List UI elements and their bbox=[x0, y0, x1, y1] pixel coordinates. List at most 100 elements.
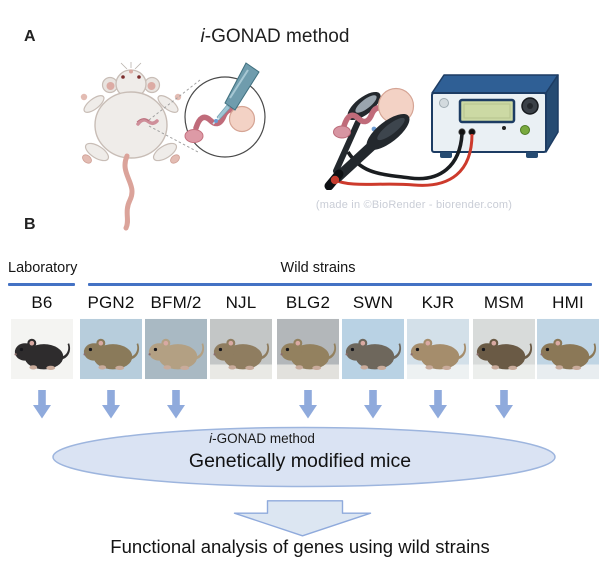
strain-label: B6 bbox=[31, 293, 53, 312]
strain-label: BFM/2 bbox=[150, 293, 202, 312]
mouse-nose bbox=[540, 353, 543, 356]
mouse-eye bbox=[350, 347, 355, 352]
strain-column-NJL: NJL bbox=[209, 291, 273, 419]
strain-photo bbox=[11, 318, 73, 380]
strain-column-KJR: KJR bbox=[406, 291, 470, 419]
mouse-drawing bbox=[345, 338, 402, 370]
big-down-arrow-icon bbox=[233, 500, 372, 537]
mouse-ear bbox=[360, 340, 366, 346]
panel-a-label: A bbox=[24, 28, 36, 45]
photo-floor bbox=[277, 364, 339, 380]
mouse-eye bbox=[481, 347, 486, 352]
mouse-eye bbox=[153, 347, 158, 352]
funnel-result-text: Genetically modified mice bbox=[188, 450, 412, 472]
strain-column-HMI: HMI bbox=[536, 291, 600, 419]
strain-label: PGN2 bbox=[87, 293, 135, 312]
down-arrow-icon bbox=[429, 390, 447, 419]
magnified-oviduct-icon bbox=[184, 62, 260, 143]
mouse-ear bbox=[491, 340, 497, 346]
mouse-eye bbox=[218, 347, 223, 352]
lcd-screen bbox=[458, 98, 516, 124]
strain-column-SWN: SWN bbox=[341, 291, 405, 419]
laboratory-underline bbox=[8, 283, 75, 286]
tweezer-electrodes-icon bbox=[324, 87, 415, 190]
mouse-eye bbox=[285, 347, 290, 352]
strain-photo bbox=[145, 318, 207, 380]
down-arrow-icon bbox=[299, 390, 317, 419]
strain-label: NJL bbox=[225, 293, 257, 312]
wild-strains-group-label: Wild strains bbox=[280, 260, 356, 276]
mouse-drawing bbox=[476, 338, 533, 370]
mouse-ear bbox=[98, 340, 104, 346]
down-arrow-icon bbox=[102, 390, 120, 419]
mouse-ear bbox=[29, 340, 35, 346]
strain-photo bbox=[277, 318, 339, 380]
mouse-nose bbox=[345, 353, 348, 356]
strain-column-PGN2: PGN2 bbox=[79, 291, 143, 419]
mouse-surgery-illustration bbox=[80, 62, 266, 231]
funnel-method-text: i-GONAD method bbox=[0, 431, 524, 446]
mouse-ear bbox=[163, 340, 169, 346]
conclusion-text: Functional analysis of genes using wild … bbox=[110, 536, 490, 557]
down-arrow-icon bbox=[167, 390, 185, 419]
strain-column-BLG2: BLG2 bbox=[276, 291, 340, 419]
down-arrow-icon bbox=[33, 390, 51, 419]
strain-column-MSM: MSM bbox=[472, 291, 536, 419]
mouse-ear bbox=[228, 340, 234, 346]
photo-floor bbox=[473, 364, 535, 380]
mouse-drawing bbox=[83, 338, 140, 370]
panel-a-title: i-GONAD method bbox=[140, 26, 410, 48]
strain-photo bbox=[473, 318, 535, 380]
strain-label: HMI bbox=[552, 293, 584, 312]
strain-photo bbox=[342, 318, 404, 380]
funnel-ellipse bbox=[52, 426, 556, 488]
laboratory-group-label: Laboratory bbox=[8, 260, 78, 276]
electroporation-illustration bbox=[324, 74, 559, 190]
photo-floor bbox=[407, 364, 469, 380]
down-arrow-icon bbox=[495, 390, 513, 419]
strain-label: BLG2 bbox=[285, 293, 331, 312]
down-arrow-icon bbox=[364, 390, 382, 419]
mouse-nose bbox=[83, 353, 86, 356]
mouse-nose bbox=[148, 353, 151, 356]
strain-label: KJR bbox=[421, 293, 455, 312]
title-italic-i: i bbox=[200, 26, 205, 47]
mouse-nose bbox=[14, 353, 17, 356]
mouse-eye bbox=[19, 347, 24, 352]
strain-label: SWN bbox=[352, 293, 394, 312]
electroporator-icon bbox=[431, 74, 559, 158]
strain-label: MSM bbox=[483, 293, 525, 312]
funnel-method-rest: -GONAD method bbox=[212, 431, 315, 446]
strain-photo bbox=[80, 318, 142, 380]
mouse-nose bbox=[280, 353, 283, 356]
photo-floor bbox=[537, 364, 599, 380]
mouse-nose bbox=[410, 353, 413, 356]
strain-photo bbox=[537, 318, 599, 380]
strain-photo bbox=[407, 318, 469, 380]
mouse-drawing bbox=[280, 338, 337, 370]
mouse-drawing bbox=[14, 338, 71, 370]
mouse-drawing bbox=[410, 338, 467, 370]
title-rest: -GONAD method bbox=[204, 26, 350, 47]
mouse-eye bbox=[545, 347, 550, 352]
mouse-drawing bbox=[540, 338, 597, 370]
magnifier-leader-lines bbox=[148, 79, 201, 153]
funnel-italic-i: i bbox=[209, 431, 213, 446]
biorender-credit: (made in ©BioRender - biorender.com) bbox=[315, 199, 513, 211]
mouse-eye bbox=[415, 347, 420, 352]
strain-column-B6: B6 bbox=[10, 291, 74, 419]
wild-strains-underline bbox=[88, 283, 592, 286]
mouse-ear bbox=[295, 340, 301, 346]
lab-mouse-icon bbox=[80, 62, 182, 231]
mouse-nose bbox=[213, 353, 216, 356]
mouse-drawing bbox=[148, 338, 205, 370]
strain-column-BFM/2: BFM/2 bbox=[144, 291, 208, 419]
strain-photo bbox=[210, 318, 272, 380]
photo-floor bbox=[210, 364, 272, 380]
micropipette-icon bbox=[212, 62, 260, 125]
mouse-nose bbox=[476, 353, 479, 356]
mouse-ear bbox=[425, 340, 431, 346]
strains-row: B6 PGN2 bbox=[0, 291, 600, 431]
cables bbox=[334, 133, 474, 187]
